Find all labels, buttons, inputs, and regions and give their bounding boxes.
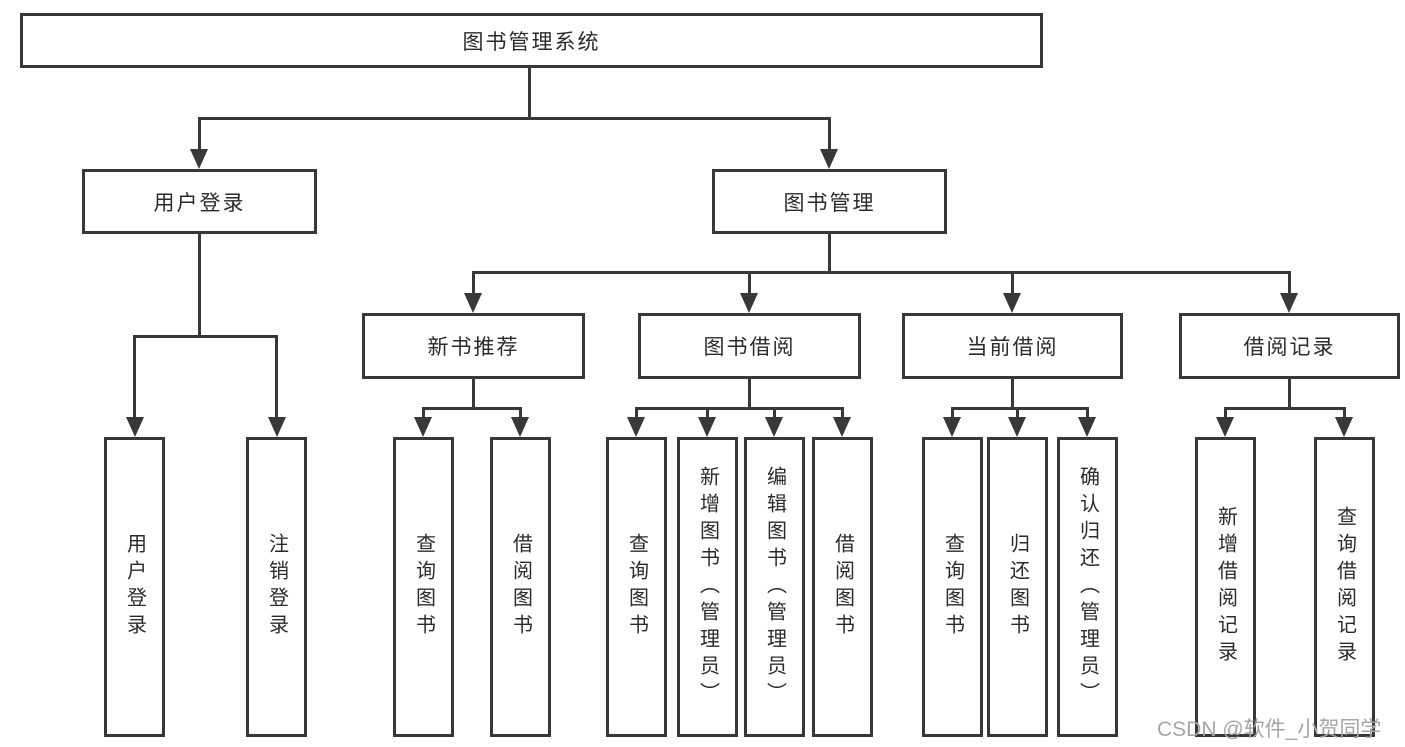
connector-line <box>472 271 1291 274</box>
arrow-down-icon <box>820 149 838 169</box>
connector-line <box>841 408 844 419</box>
leaf-user-login: 用户登录 <box>104 437 165 737</box>
arrow-down-icon <box>765 417 783 437</box>
arrow-down-icon <box>268 417 286 437</box>
leaf-current-query-books: 查询图书 <box>922 437 983 737</box>
connector-line <box>1224 408 1227 419</box>
connector-line <box>1343 408 1346 419</box>
leaf-borrow-add-books-admin: 新增图书（管理员） <box>677 437 738 737</box>
connector-line <box>1224 407 1346 410</box>
connector-line <box>951 408 954 419</box>
connector-line <box>635 408 638 419</box>
connector-line <box>519 408 522 419</box>
node-module-new-books: 新书推荐 <box>362 313 585 379</box>
watermark-text: CSDN @软件_小贺同学 <box>1157 718 1382 741</box>
arrow-down-icon <box>943 417 961 437</box>
node-root: 图书管理系统 <box>20 13 1043 68</box>
arrow-down-icon <box>1003 293 1021 313</box>
arrow-down-icon <box>627 417 645 437</box>
connector-line <box>773 408 776 419</box>
node-module-book-borrow: 图书借阅 <box>638 313 861 379</box>
leaf-newbooks-borrow-books: 借阅图书 <box>490 437 551 737</box>
arrow-down-icon <box>1335 417 1353 437</box>
leaf-borrow-query-books: 查询图书 <box>606 437 667 737</box>
connector-line <box>748 379 751 410</box>
leaf-logout: 注销登录 <box>246 437 307 737</box>
arrow-down-icon <box>698 417 716 437</box>
arrow-down-icon <box>1008 417 1026 437</box>
connector-line <box>1011 272 1014 294</box>
arrow-down-icon <box>414 417 432 437</box>
connector-line <box>133 335 278 338</box>
arrow-down-icon <box>511 417 529 437</box>
arrow-down-icon <box>1216 417 1234 437</box>
connector-line <box>198 234 201 338</box>
leaf-borrow-borrow-books: 借阅图书 <box>812 437 873 737</box>
arrow-down-icon <box>833 417 851 437</box>
connector-line <box>1016 408 1019 419</box>
connector-line <box>198 118 201 151</box>
connector-line <box>1288 379 1291 410</box>
connector-line <box>1288 272 1291 294</box>
arrow-down-icon <box>740 293 758 313</box>
connector-line <box>422 408 425 419</box>
connector-line <box>472 272 475 294</box>
connector-line <box>1086 408 1089 419</box>
node-user-login: 用户登录 <box>82 169 317 234</box>
connector-line <box>828 234 831 274</box>
leaf-records-add-record: 新增借阅记录 <box>1195 437 1256 737</box>
arrow-down-icon <box>190 149 208 169</box>
leaf-borrow-edit-books-admin: 编辑图书（管理员） <box>744 437 805 737</box>
connector-line <box>828 118 831 151</box>
connector-line <box>748 272 751 294</box>
node-module-current-borrow: 当前借阅 <box>902 313 1123 379</box>
connector-line <box>275 336 278 418</box>
connector-line <box>133 336 136 418</box>
connector-line <box>472 379 475 410</box>
node-book-mgmt: 图书管理 <box>712 169 947 234</box>
leaf-newbooks-query-books: 查询图书 <box>393 437 454 737</box>
connector-line <box>198 117 831 120</box>
leaf-current-return-books: 归还图书 <box>987 437 1048 737</box>
leaf-records-query-record: 查询借阅记录 <box>1314 437 1375 737</box>
leaf-current-confirm-return-admin: 确认归还（管理员） <box>1057 437 1118 737</box>
connector-line <box>706 408 709 419</box>
node-module-borrow-records: 借阅记录 <box>1179 313 1400 379</box>
connector-line <box>422 407 522 410</box>
arrow-down-icon <box>464 293 482 313</box>
connector-line <box>951 407 1089 410</box>
arrow-down-icon <box>126 417 144 437</box>
connector-line <box>528 68 531 120</box>
connector-line <box>635 407 844 410</box>
arrow-down-icon <box>1078 417 1096 437</box>
connector-line <box>1011 379 1014 410</box>
arrow-down-icon <box>1280 293 1298 313</box>
